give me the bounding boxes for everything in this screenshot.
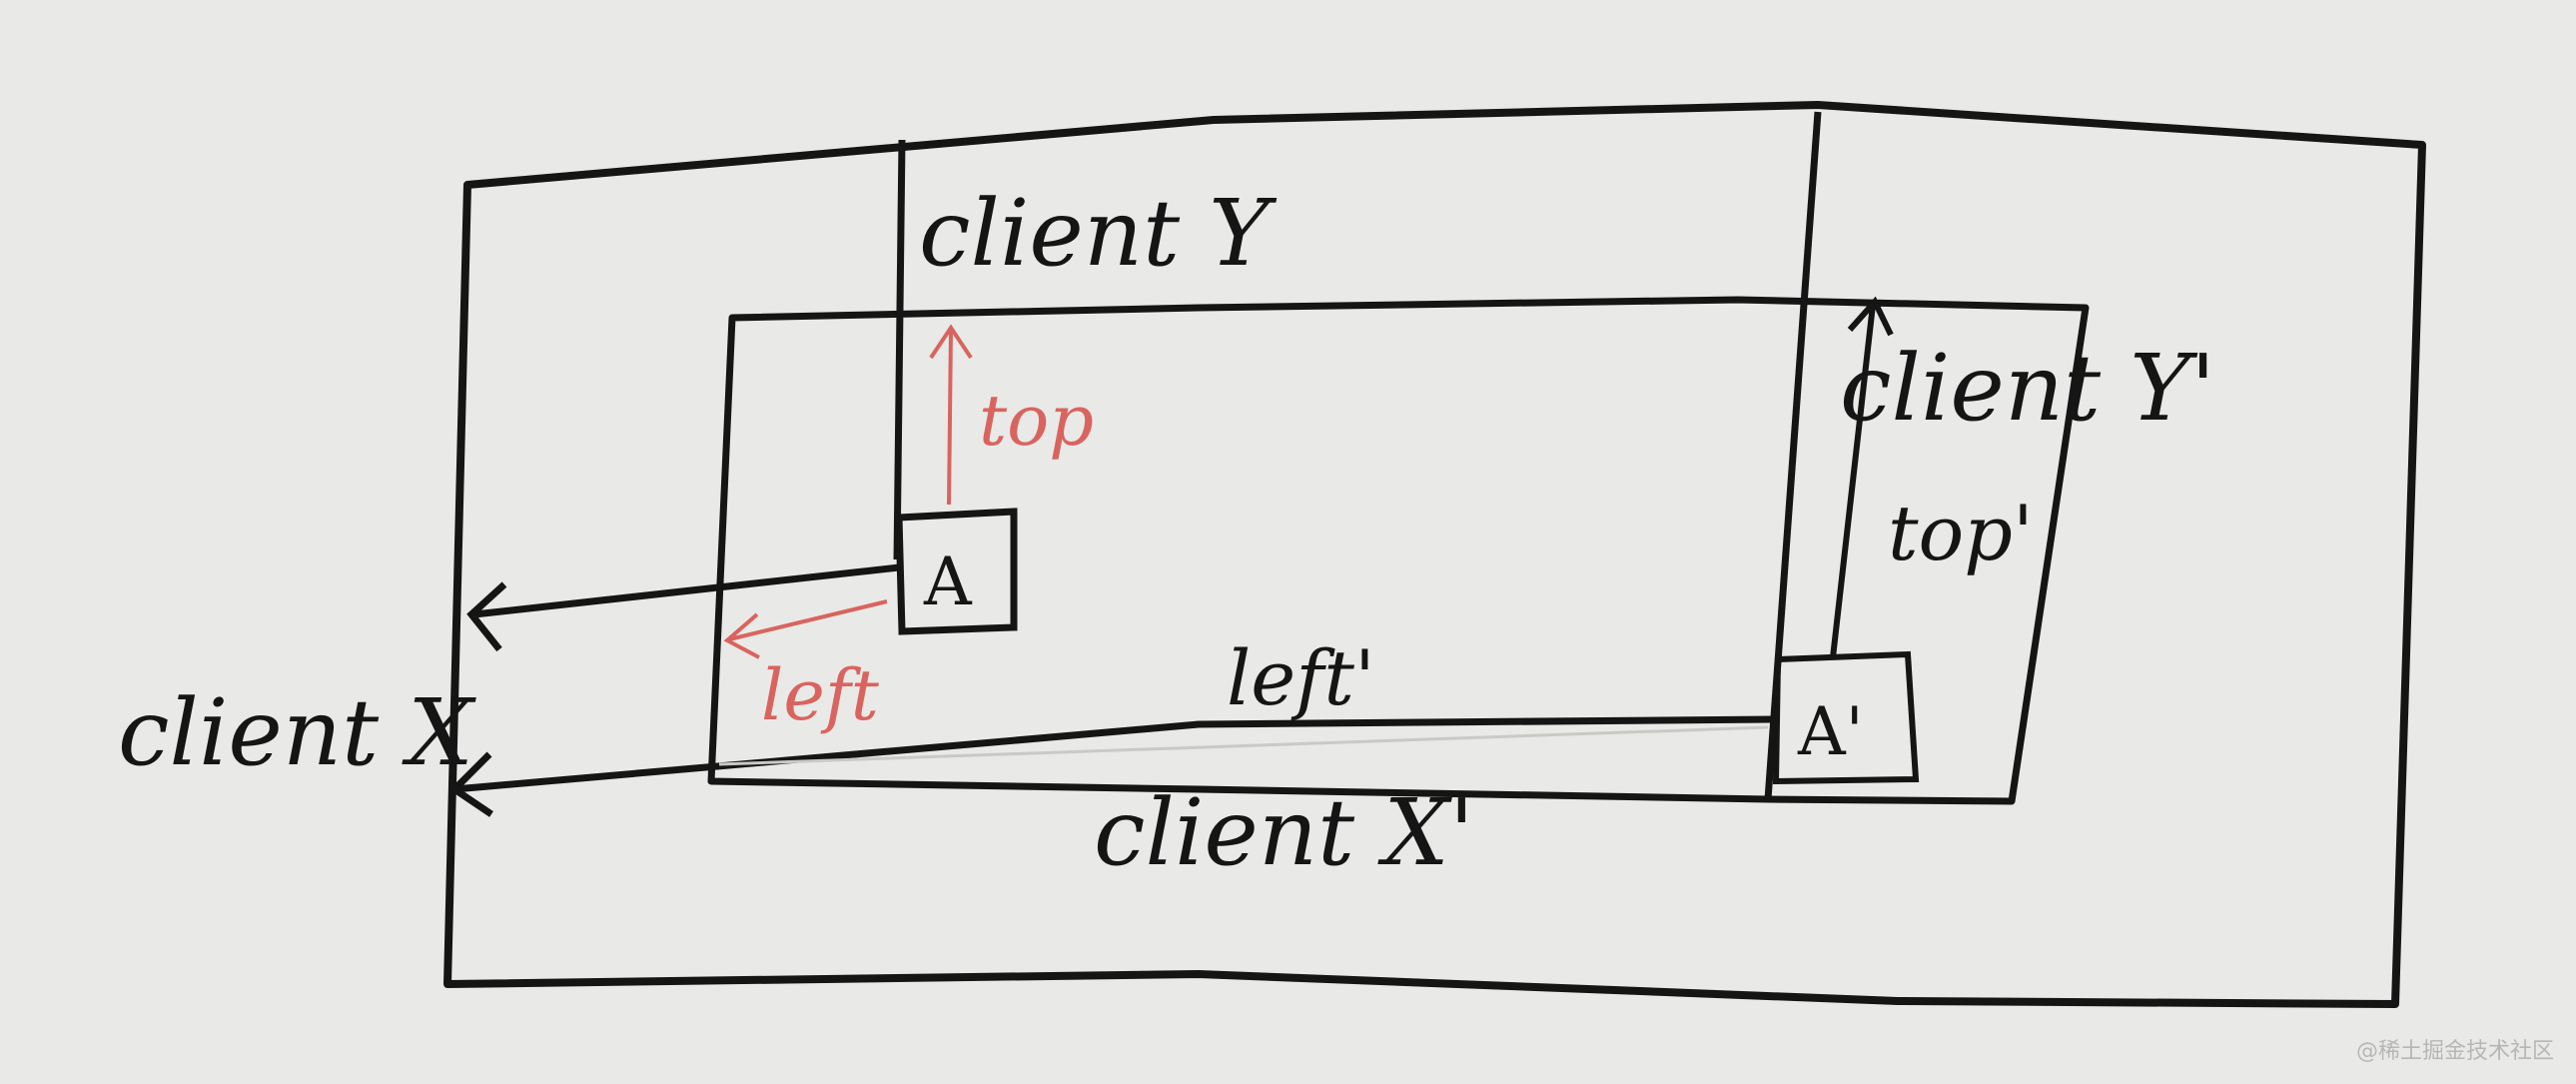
client-y-prime-label: client Y'	[1840, 335, 2215, 442]
client-y-label: client Y	[919, 180, 1278, 287]
left-label: left	[761, 654, 880, 736]
top-prime-label: top'	[1888, 489, 2034, 577]
top-arrow	[931, 328, 971, 505]
client-x-prime-label: client X'	[1094, 779, 1474, 886]
client-y-line	[897, 140, 902, 559]
top-label: top	[979, 380, 1094, 462]
left-prime-label: left'	[1227, 633, 1375, 722]
left-arrow	[727, 601, 887, 657]
client-x-label: client X	[118, 679, 476, 786]
element-a-label: A	[923, 543, 973, 620]
client-x-arrow	[471, 567, 899, 649]
watermark: @稀土掘金技术社区	[2356, 1033, 2554, 1065]
element-a-prime-label: A'	[1797, 693, 1864, 770]
